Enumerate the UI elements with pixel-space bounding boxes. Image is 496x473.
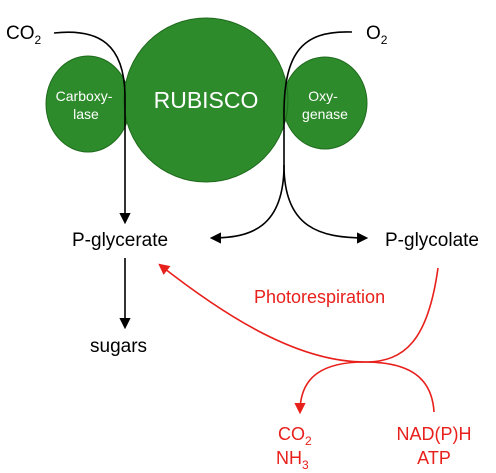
photorespiration-label: Photorespiration bbox=[254, 287, 385, 307]
rubisco-label: RUBISCO bbox=[154, 87, 259, 113]
consumed-nadph-label: NAD(P)H bbox=[397, 424, 472, 444]
o2-input-label: O2 bbox=[366, 23, 388, 47]
sugars-label: sugars bbox=[90, 336, 147, 357]
oxygenase-label: Oxy- genase bbox=[302, 88, 348, 122]
released-co2-label: CO2 bbox=[278, 424, 312, 448]
co2-input-label: CO2 bbox=[6, 23, 42, 47]
consumed-atp-label: ATP bbox=[417, 448, 451, 468]
o2-to-glycolate-arrow bbox=[283, 31, 369, 244]
p-glycolate-label: P-glycolate bbox=[385, 230, 479, 251]
oxygenation-to-glycerate-arrow bbox=[209, 164, 285, 244]
nadph-atp-input-line bbox=[364, 361, 435, 413]
co2-nh3-release-arrow bbox=[294, 361, 366, 415]
p-glycerate-label: P-glycerate bbox=[72, 230, 168, 251]
glycolate-recycle-arrow bbox=[158, 263, 439, 363]
carboxylase-circle bbox=[45, 55, 131, 153]
carboxylase-label: Carboxy- lase bbox=[56, 88, 117, 122]
released-nh3-label: NH3 bbox=[276, 448, 309, 472]
co2-to-glycerate-arrow bbox=[53, 31, 131, 225]
rubisco-circle bbox=[123, 17, 289, 183]
